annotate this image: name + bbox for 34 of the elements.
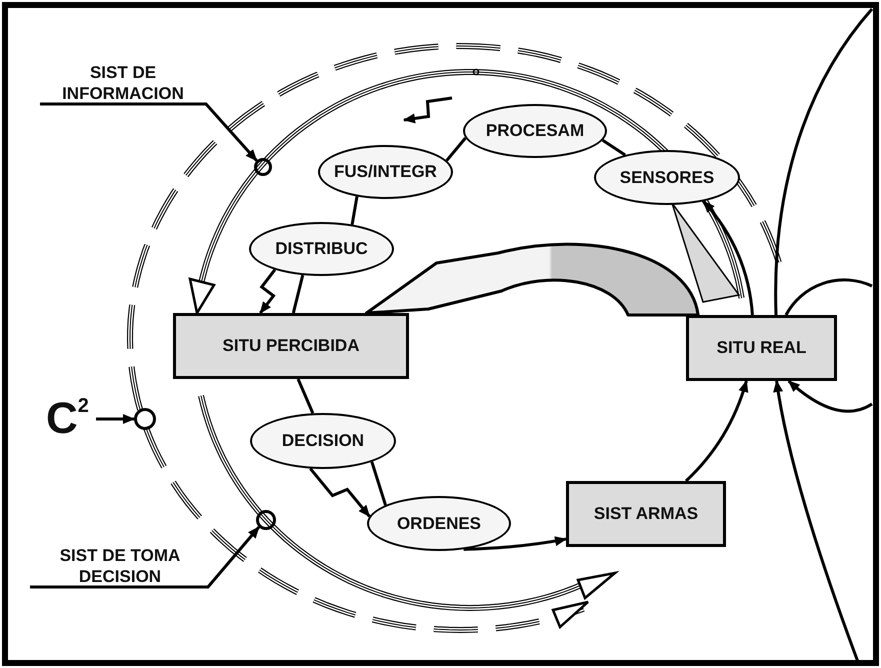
circle-marker [254,158,272,176]
callout-label: SIST DE INFORMACION [40,62,206,104]
state-box [566,481,726,547]
connector-line [350,196,358,225]
node-label: SITU PERCIBIDA [222,336,360,356]
state-box [686,315,837,381]
lightning-arrow [259,268,276,314]
leader-line [30,526,260,588]
connector-line [446,137,467,162]
node-label: DECISION [282,431,364,451]
connector-line [296,378,314,414]
node-label: ORDENES [396,514,482,534]
callout-label: C$^{2}$ [46,392,96,446]
connector-arrow [788,380,873,413]
node-label: SITU REAL [716,338,806,358]
connector-arrow [702,200,754,316]
node-label: DISTRIBUC [275,239,368,259]
node-label: PROCESAM [486,121,584,141]
circle-marker [256,510,276,530]
connector-arrow [773,380,860,663]
circle-marker [134,408,156,430]
callout-label: SIST DE TOMA DECISION [30,545,210,587]
lightning-arrow [309,468,371,518]
connector-arrow [684,380,748,482]
state-box [173,313,409,379]
node-label: SENSORES [620,168,714,188]
node-label: FUS/INTEGR [334,162,437,182]
leader-line [96,414,135,424]
connector-line [602,138,626,156]
leader-line [40,102,258,162]
connector-line [292,274,304,314]
node-label: SIST ARMAS [594,504,698,524]
connector-line [370,461,387,506]
block-arrow [365,242,700,316]
